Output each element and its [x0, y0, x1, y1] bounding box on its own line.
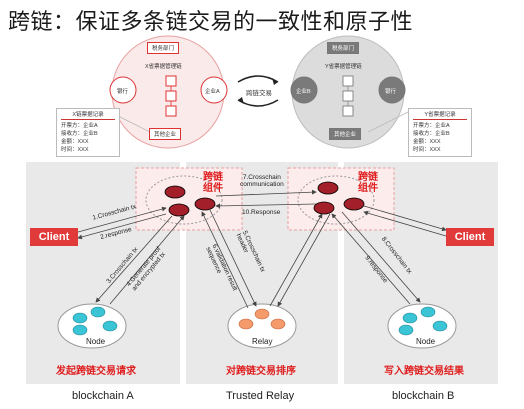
- arrow-7-label: 7.Crosschain communication: [240, 174, 284, 188]
- section-relay-en: Trusted Relay: [226, 390, 295, 402]
- x-chain-record: X链票据记录 开票方：企业A 接收方：企业B 金额：XXX 时间：XXX: [56, 108, 120, 157]
- record-line: 时间：XXX: [413, 147, 441, 153]
- enterprise-a-node: [200, 76, 228, 104]
- node-label-left: Node: [86, 337, 106, 346]
- arrow-2: [77, 213, 167, 240]
- record-line: 开票方：企业A: [61, 123, 98, 129]
- arrow-7: [215, 189, 317, 197]
- node-label-right: Node: [416, 337, 436, 346]
- record-header: X链票据记录: [61, 111, 115, 120]
- enterprise-b-node: [290, 76, 318, 104]
- arrow-10: [215, 203, 317, 209]
- enterprise-b-label: 企业B: [296, 89, 311, 95]
- y-chain-label: Y省票据管理链: [325, 64, 362, 70]
- relay-cluster: [227, 303, 297, 349]
- arrow-8: [341, 211, 421, 303]
- client-left[interactable]: Client: [30, 228, 78, 246]
- relay-label: Relay: [252, 337, 273, 346]
- record-line: 开票方：企业A: [413, 123, 450, 129]
- arrow-6: [201, 211, 249, 309]
- section-b-cn: 写入跨链交易结果: [384, 366, 464, 377]
- section-a-en: blockchain A: [72, 390, 134, 402]
- record-line: 时间：XXX: [61, 147, 89, 153]
- client-right[interactable]: Client: [446, 228, 494, 246]
- component-node: [168, 203, 190, 217]
- bank-node-right: [378, 76, 406, 104]
- page-title: 跨链：保证多条链交易的一致性和原子性: [8, 10, 414, 35]
- other-enterprise-left: 其他企业: [149, 128, 182, 140]
- component-box-right: [287, 167, 395, 231]
- component-node: [343, 197, 365, 211]
- bank-left-label: 银行: [117, 89, 129, 95]
- bank-right-label: 银行: [385, 89, 397, 95]
- x-chain-label: X省票据管理链: [145, 64, 182, 70]
- crosschain-component-right: 跨链 组件: [358, 172, 378, 194]
- other-enterprise-right: 其他企业: [329, 128, 362, 140]
- record-header: Y省票据记录: [413, 111, 467, 120]
- record-line: 金额：XXX: [413, 139, 441, 145]
- section-a-cn: 发起跨链交易请求: [56, 366, 136, 377]
- bank-node-left: [109, 76, 137, 104]
- section-relay-cn: 对跨链交易排序: [226, 366, 296, 377]
- component-node: [313, 201, 335, 215]
- arrow-3: [95, 215, 173, 303]
- enterprise-a-label: 企业A: [205, 89, 220, 95]
- record-line: 接收方：企业B: [413, 131, 450, 137]
- arrow-10-label: 10.Response: [242, 209, 281, 216]
- crosschain-tx-label: 跨链交易: [246, 90, 272, 97]
- arrow-4: [109, 215, 185, 305]
- y-chain-record: Y省票据记录 开票方：企业A 接收方：企业B 金额：XXX 时间：XXX: [408, 108, 472, 157]
- record-line: 金额：XXX: [61, 139, 89, 145]
- tax-dept-left: 税务部门: [147, 42, 180, 54]
- tax-dept-right: 税务部门: [327, 42, 360, 54]
- arrow-1: [77, 206, 167, 233]
- record-line: 接收方：企业B: [61, 131, 98, 137]
- component-box-left: [135, 167, 243, 231]
- component-node: [317, 181, 339, 195]
- component-node: [164, 185, 186, 199]
- section-b-en: blockchain B: [392, 390, 455, 402]
- component-node: [194, 197, 216, 211]
- arrow-9: [331, 213, 411, 305]
- crosschain-component-left: 跨链 组件: [203, 172, 223, 194]
- arrow-5: [209, 209, 257, 307]
